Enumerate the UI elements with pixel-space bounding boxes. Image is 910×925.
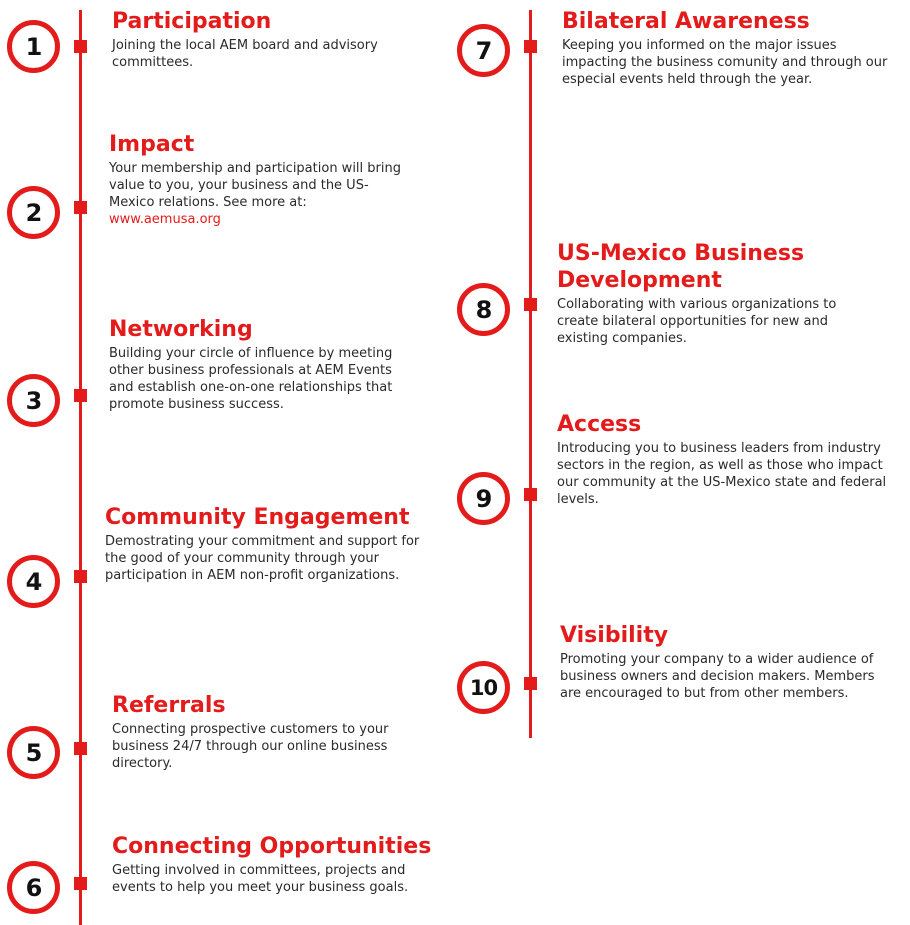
timeline-line-left: [79, 10, 82, 925]
step-number: 5: [25, 738, 43, 767]
step-number: 8: [475, 295, 493, 324]
timeline-item-participation: Participation Joining the local AEM boar…: [112, 8, 412, 71]
item-description: Your membership and participation will b…: [109, 161, 401, 210]
item-title: Connecting Opportunities: [112, 834, 432, 859]
step-number-badge: 2: [7, 186, 60, 239]
item-title: Referrals: [112, 693, 226, 718]
item-description: Building your circle of influence by mee…: [109, 346, 393, 412]
step-number: 9: [475, 484, 493, 513]
item-description: Getting involved in committees, projects…: [112, 863, 409, 895]
step-number: 2: [25, 198, 43, 227]
step-number-badge: 5: [7, 726, 60, 779]
timeline-marker: [74, 570, 87, 583]
timeline-marker: [74, 389, 87, 402]
item-title: Participation: [112, 9, 272, 34]
timeline-item-visibility: Visibility Promoting your company to a w…: [560, 622, 890, 702]
timeline-item-connecting-opportunities: Connecting Opportunities Getting involve…: [112, 833, 452, 896]
step-number: 7: [475, 36, 493, 65]
step-number: 4: [25, 567, 43, 596]
timeline-marker: [74, 201, 87, 214]
item-description: Joining the local AEM board and advisory…: [112, 38, 378, 70]
timeline-item-bilateral-awareness: Bilateral Awareness Keeping you informed…: [562, 8, 897, 88]
timeline-item-networking: Networking Building your circle of influ…: [109, 316, 419, 413]
timeline-marker: [524, 298, 537, 311]
timeline-item-referrals: Referrals Connecting prospective custome…: [112, 692, 417, 772]
item-description: Connecting prospective customers to your…: [112, 722, 389, 771]
item-title: Visibility: [560, 623, 669, 648]
step-number-badge: 7: [457, 24, 510, 77]
step-number-badge: 9: [457, 472, 510, 525]
step-number: 10: [469, 675, 498, 700]
step-number: 6: [25, 873, 43, 902]
item-title: Networking: [109, 317, 253, 342]
item-description: Demostrating your commitment and support…: [105, 534, 420, 583]
step-number-badge: 1: [7, 20, 60, 73]
item-description: Keeping you informed on the major issues…: [562, 38, 888, 87]
item-title: Community Engagement: [105, 505, 410, 530]
timeline-item-community-engagement: Community Engagement Demostrating your c…: [105, 504, 435, 584]
step-number-badge: 10: [457, 661, 510, 714]
timeline-line-right: [529, 10, 532, 738]
step-number-badge: 6: [7, 861, 60, 914]
item-description: Introducing you to business leaders from…: [557, 441, 887, 507]
timeline-item-impact: Impact Your membership and participation…: [109, 131, 409, 228]
timeline-marker: [74, 742, 87, 755]
item-title: US-Mexico Business Development: [557, 241, 805, 293]
step-number: 3: [25, 386, 43, 415]
step-number-badge: 3: [7, 374, 60, 427]
step-number-badge: 8: [457, 283, 510, 336]
timeline-item-access: Access Introducing you to business leade…: [557, 411, 892, 508]
item-title: Access: [557, 412, 642, 437]
item-title: Bilateral Awareness: [562, 9, 810, 34]
timeline-marker: [74, 877, 87, 890]
timeline-marker: [74, 40, 87, 53]
item-description: Collaborating with various organizations…: [557, 297, 837, 346]
timeline-item-us-mexico-business-development: US-Mexico Business Development Collabora…: [557, 240, 877, 347]
timeline-marker: [524, 677, 537, 690]
timeline-marker: [524, 40, 537, 53]
step-number-badge: 4: [7, 555, 60, 608]
timeline-marker: [524, 488, 537, 501]
step-number: 1: [25, 32, 43, 61]
item-title: Impact: [109, 132, 195, 157]
item-description: Promoting your company to a wider audien…: [560, 652, 875, 701]
website-link[interactable]: www.aemusa.org: [109, 212, 221, 227]
